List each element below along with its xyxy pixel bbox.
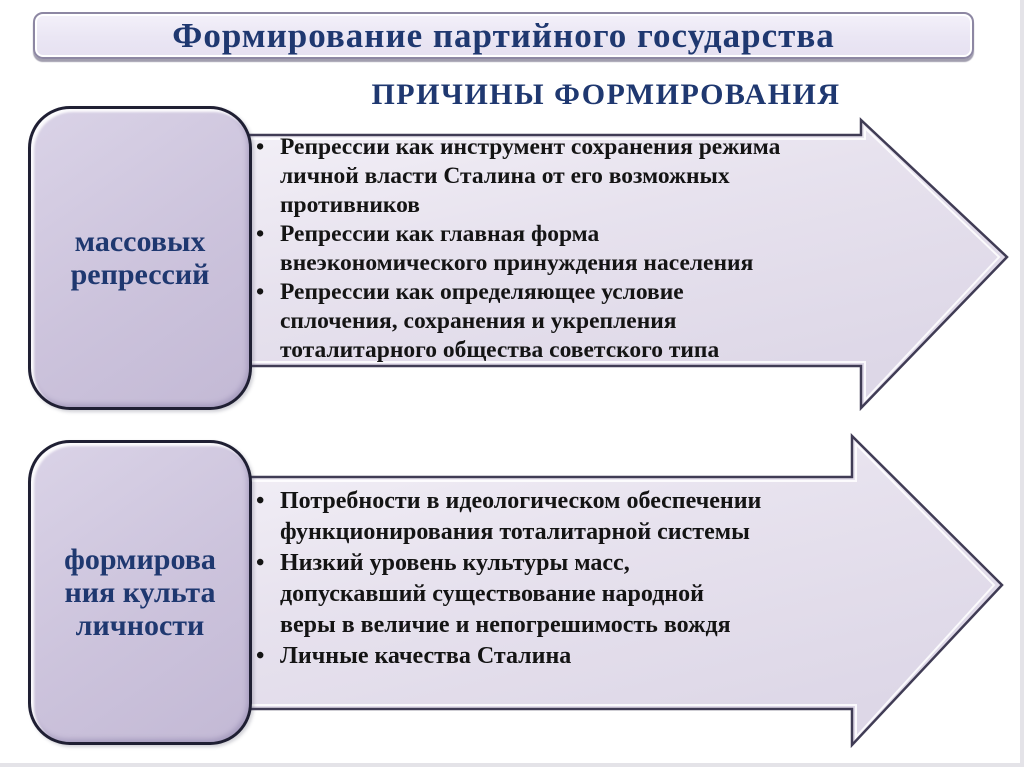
cause-box-cult-of-personality: формирова ния культа личности xyxy=(28,440,252,745)
cause-box-label-line: ния культа xyxy=(64,576,216,609)
bullet-line: противников xyxy=(280,192,420,218)
bullet-item: Низкий уровень культуры масс, допускавши… xyxy=(250,548,875,641)
bullet-item: Потребности в идеологическом обеспечении… xyxy=(250,486,875,548)
section-heading: ПРИЧИНЫ ФОРМИРОВАНИЯ xyxy=(371,78,841,111)
bullet-line: Низкий уровень культуры масс, xyxy=(280,550,630,576)
bullet-line: Репрессии как главная форма xyxy=(280,221,600,247)
bullet-line: тоталитарного общества советского типа xyxy=(280,337,720,363)
bullet-list-repressions: Репрессии как инструмент сохранения режи… xyxy=(250,133,875,365)
cause-box-label-line: массовых xyxy=(74,225,206,258)
cause-box-mass-repressions: массовых репрессий xyxy=(28,106,252,410)
bullet-line: Личные качества Сталина xyxy=(280,643,572,669)
bullet-line: допускавший существование народной xyxy=(280,581,704,607)
cause-box-label-line: личности xyxy=(75,609,205,642)
bullet-line: Репрессии как инструмент сохранения режи… xyxy=(280,134,781,160)
bullet-line: сплочения, сохранения и укрепления xyxy=(280,308,677,334)
bullet-line: Репрессии как определяющее условие xyxy=(280,279,684,305)
bullet-item: Репрессии как определяющее условие сплоч… xyxy=(250,278,875,365)
bullet-item: Репрессии как главная форма внеэкономиче… xyxy=(250,220,875,278)
bullet-item: Репрессии как инструмент сохранения режи… xyxy=(250,133,875,220)
bullet-item: Личные качества Сталина xyxy=(250,641,875,672)
bullet-list-cult: Потребности в идеологическом обеспечении… xyxy=(250,486,875,672)
cause-box-label-line: репрессий xyxy=(70,258,210,291)
title-banner: Формирование партийного государства xyxy=(33,12,974,59)
bullet-line: личной власти Сталина от его возможных xyxy=(280,163,730,189)
slide-title: Формирование партийного государства xyxy=(172,15,835,55)
cause-box-label-line: формирова xyxy=(64,543,216,576)
bullet-line: функционирования тоталитарной системы xyxy=(280,519,750,545)
bullet-line: Потребности в идеологическом обеспечении xyxy=(280,488,762,514)
bullet-line: веры в величие и непогрешимость вождя xyxy=(280,612,731,638)
bullet-line: внеэкономического принуждения населения xyxy=(280,250,754,276)
